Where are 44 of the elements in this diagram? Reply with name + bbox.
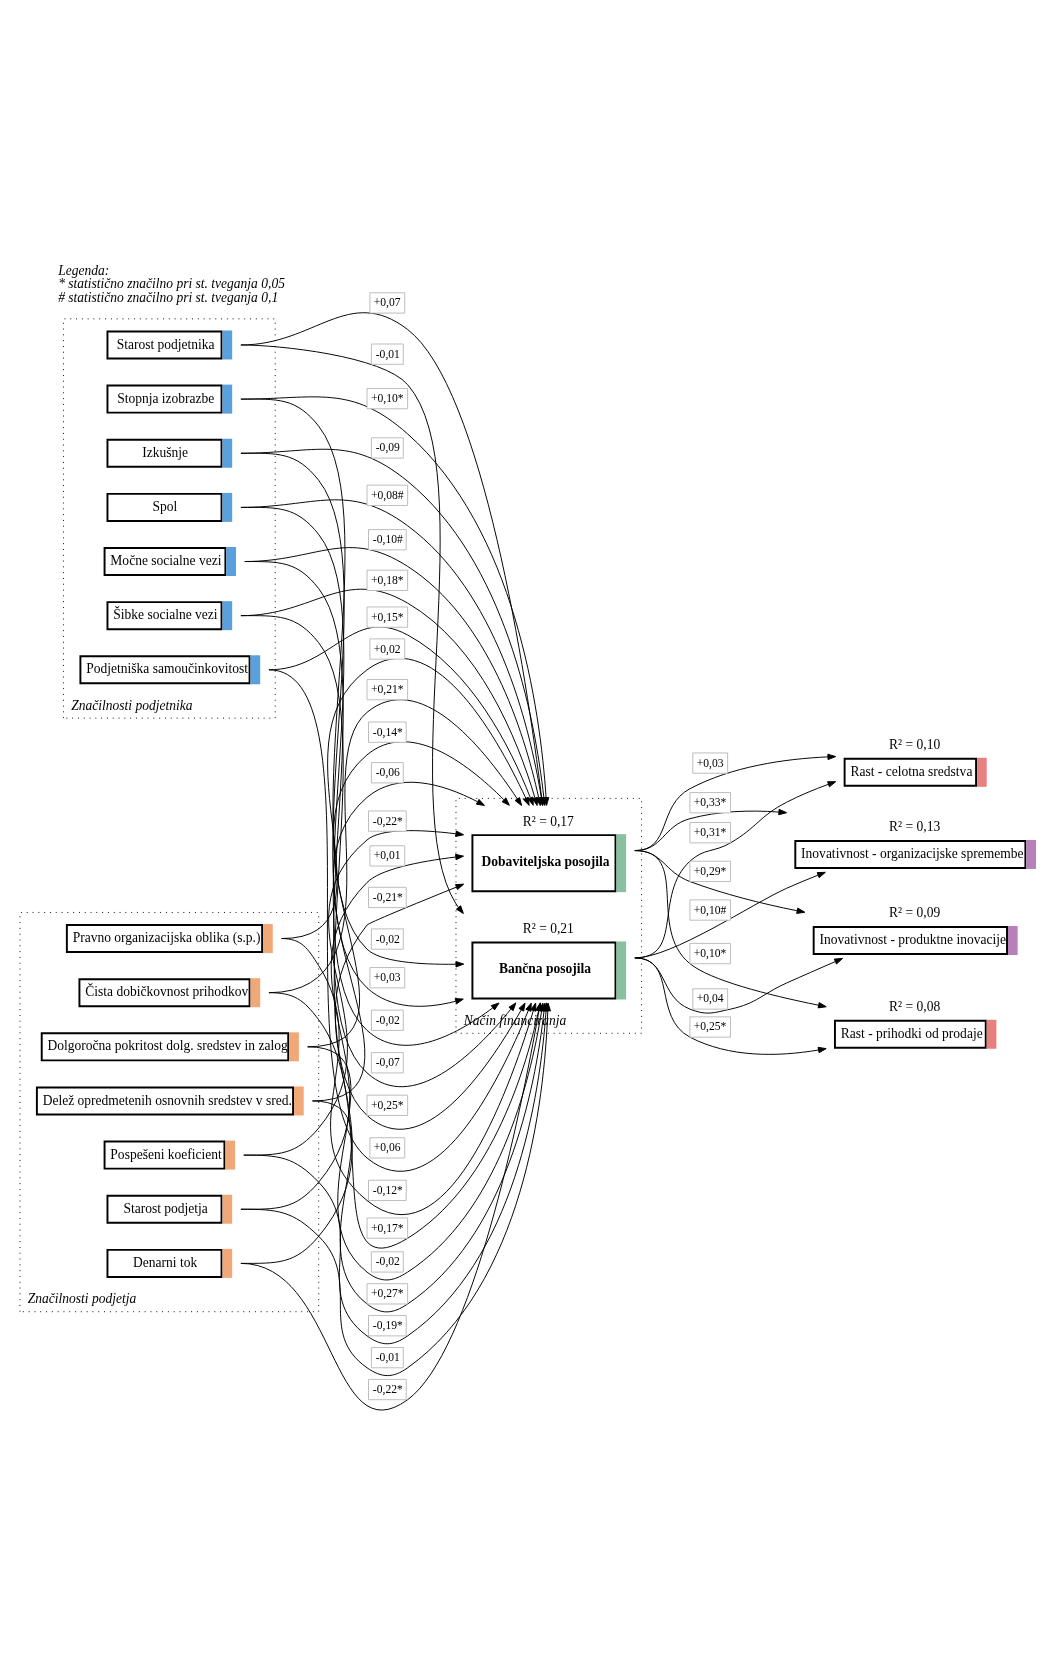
node-label: R² = 0,10 bbox=[889, 736, 941, 752]
edge-label: +0,02 bbox=[373, 642, 401, 655]
edge-label: -0,02 bbox=[375, 1013, 400, 1027]
node-label: R² = 0,08 bbox=[889, 998, 941, 1014]
edge-label: -0,22* bbox=[372, 1382, 403, 1396]
edge-label: +0,03 bbox=[373, 970, 401, 984]
edge-label: +0,21* bbox=[370, 682, 404, 696]
node-label: R² = 0,09 bbox=[889, 904, 941, 920]
edge-label: +0,15* bbox=[370, 610, 404, 624]
label: Legenda: bbox=[58, 262, 110, 278]
node-label: R² = 0,17 bbox=[522, 813, 574, 829]
edge-label: +0,31* bbox=[693, 825, 727, 839]
edge-label: -0,21* bbox=[372, 890, 403, 904]
edge-label: +0,33* bbox=[693, 795, 727, 809]
edge-label: +0,18* bbox=[370, 573, 404, 587]
edge-label: -0,09 bbox=[375, 440, 400, 454]
edge-label: -0,02 bbox=[375, 1254, 400, 1268]
node-label: R² = 0,21 bbox=[522, 920, 574, 936]
edge-label: -0,12* bbox=[372, 1183, 403, 1197]
edge-label: +0,07 bbox=[373, 295, 401, 309]
edge-label: -0,10# bbox=[372, 532, 403, 546]
edge-label: +0,06 bbox=[373, 1140, 401, 1154]
edge-label: +0,10* bbox=[370, 391, 404, 405]
edge-label: -0,02 bbox=[375, 932, 400, 946]
edge-label: -0,22* bbox=[372, 814, 403, 828]
edge-label: -0,01 bbox=[375, 347, 400, 361]
edge-label: +0,04 bbox=[696, 991, 724, 1005]
edge-label: +0,10# bbox=[693, 903, 727, 917]
edge-label: -0,06 bbox=[375, 765, 400, 779]
edge-label: -0,07 bbox=[375, 1055, 400, 1069]
edge-label: +0,10* bbox=[693, 946, 727, 960]
edge-label: +0,17* bbox=[370, 1221, 404, 1235]
edge-label: +0,03 bbox=[696, 756, 724, 770]
edge-label: -0,19* bbox=[372, 1318, 403, 1332]
edge-label: +0,25* bbox=[370, 1098, 404, 1112]
edge-label: +0,08# bbox=[370, 488, 404, 502]
edge-label: +0,29* bbox=[693, 864, 727, 878]
label: # statistično značilno pri st. tveganja 0,1 bbox=[58, 289, 279, 305]
edge-label: +0,27* bbox=[370, 1286, 404, 1300]
node-label: R² = 0,13 bbox=[889, 818, 941, 834]
edge-label: -0,01 bbox=[375, 1350, 400, 1364]
edge-label: +0,25* bbox=[693, 1019, 727, 1033]
edge-label: -0,14* bbox=[372, 725, 403, 739]
edge-label: +0,01 bbox=[373, 848, 401, 862]
